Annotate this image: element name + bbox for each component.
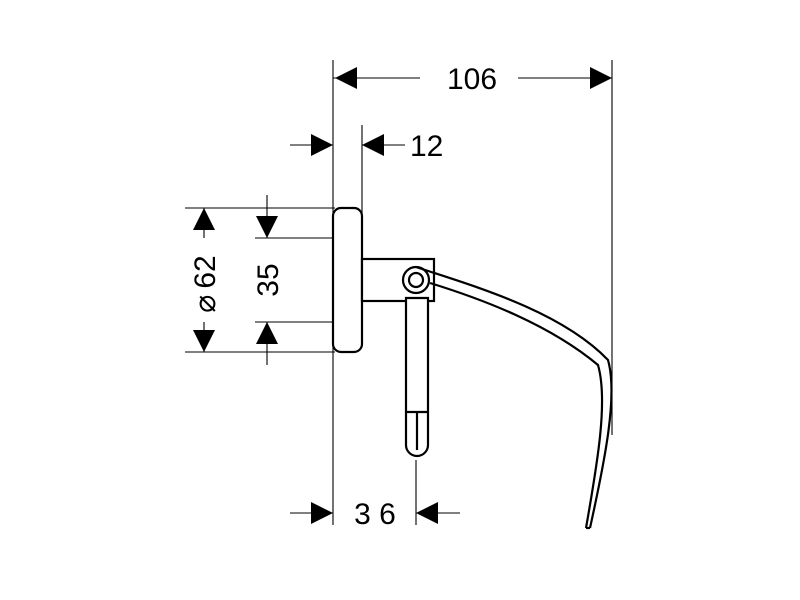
spring-arm-outer [415, 265, 613, 529]
arrowhead-top [193, 208, 215, 230]
mount-spacing-label: 35 [252, 263, 285, 296]
arrowhead-right [362, 134, 384, 156]
dimension-overall-width: 106 [333, 63, 612, 96]
dimension-arm-offset: 3 6 [290, 498, 460, 531]
dimension-diameter: ⌀ 62 [189, 208, 222, 352]
arrowhead-right [416, 502, 438, 524]
arrowhead-left [335, 67, 357, 89]
arrowhead-left [311, 502, 333, 524]
spring-arm-inner [429, 281, 604, 529]
backplate-depth-label: 12 [410, 130, 443, 163]
arrowhead-bottom [193, 330, 215, 352]
dimension-backplate-depth: 12 [290, 130, 443, 163]
arrowhead-left [311, 134, 333, 156]
arrowhead-bottom [256, 322, 278, 344]
backplate [331, 206, 364, 354]
holder-part [331, 206, 613, 530]
pivot-inner [407, 271, 425, 289]
arm-offset-label: 3 6 [354, 498, 396, 531]
diameter-symbol: ⌀ [189, 295, 222, 313]
vertical-bar [404, 296, 430, 458]
diameter-value: 62 [189, 255, 222, 288]
arrowhead-top [256, 216, 278, 238]
dimension-mount-spacing: 35 [252, 195, 285, 365]
diameter-label: ⌀ 62 [189, 255, 222, 312]
arrowhead-right [590, 67, 612, 89]
overall-width-label: 106 [447, 63, 497, 96]
